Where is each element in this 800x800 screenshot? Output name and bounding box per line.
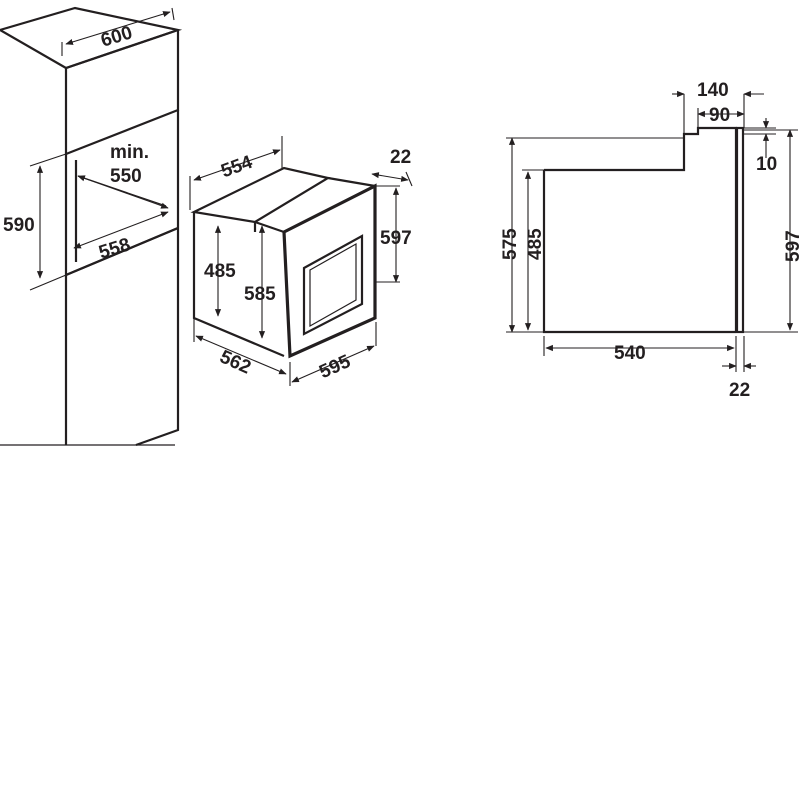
label-540: 540: [614, 343, 646, 364]
label-590: 590: [3, 215, 35, 236]
side-view-dimension-lines: [506, 90, 798, 372]
niche-dimension-lines: [29, 7, 175, 291]
label-554: 554: [218, 152, 255, 183]
label-558: 558: [96, 234, 132, 263]
label-550: 550: [110, 166, 142, 187]
oven-dimension-lines: [189, 136, 413, 386]
label-597-front: 597: [380, 228, 412, 249]
label-575: 575: [500, 228, 521, 260]
label-485-front: 485: [204, 261, 236, 282]
label-10: 10: [756, 154, 777, 175]
label-140: 140: [697, 80, 729, 101]
label-585: 585: [244, 284, 276, 305]
label-min: min.: [110, 142, 149, 163]
label-22-side: 22: [729, 380, 750, 401]
label-90: 90: [709, 105, 730, 126]
label-22-door: 22: [390, 147, 411, 168]
label-485-side: 485: [525, 228, 546, 260]
label-597-side: 597: [783, 230, 800, 262]
dimension-labels: 600 min. 550 590 558 554 22 597 485 585 …: [3, 22, 800, 401]
label-562: 562: [216, 347, 254, 379]
label-595: 595: [316, 351, 354, 383]
oven-side-view-drawing: [542, 126, 745, 334]
